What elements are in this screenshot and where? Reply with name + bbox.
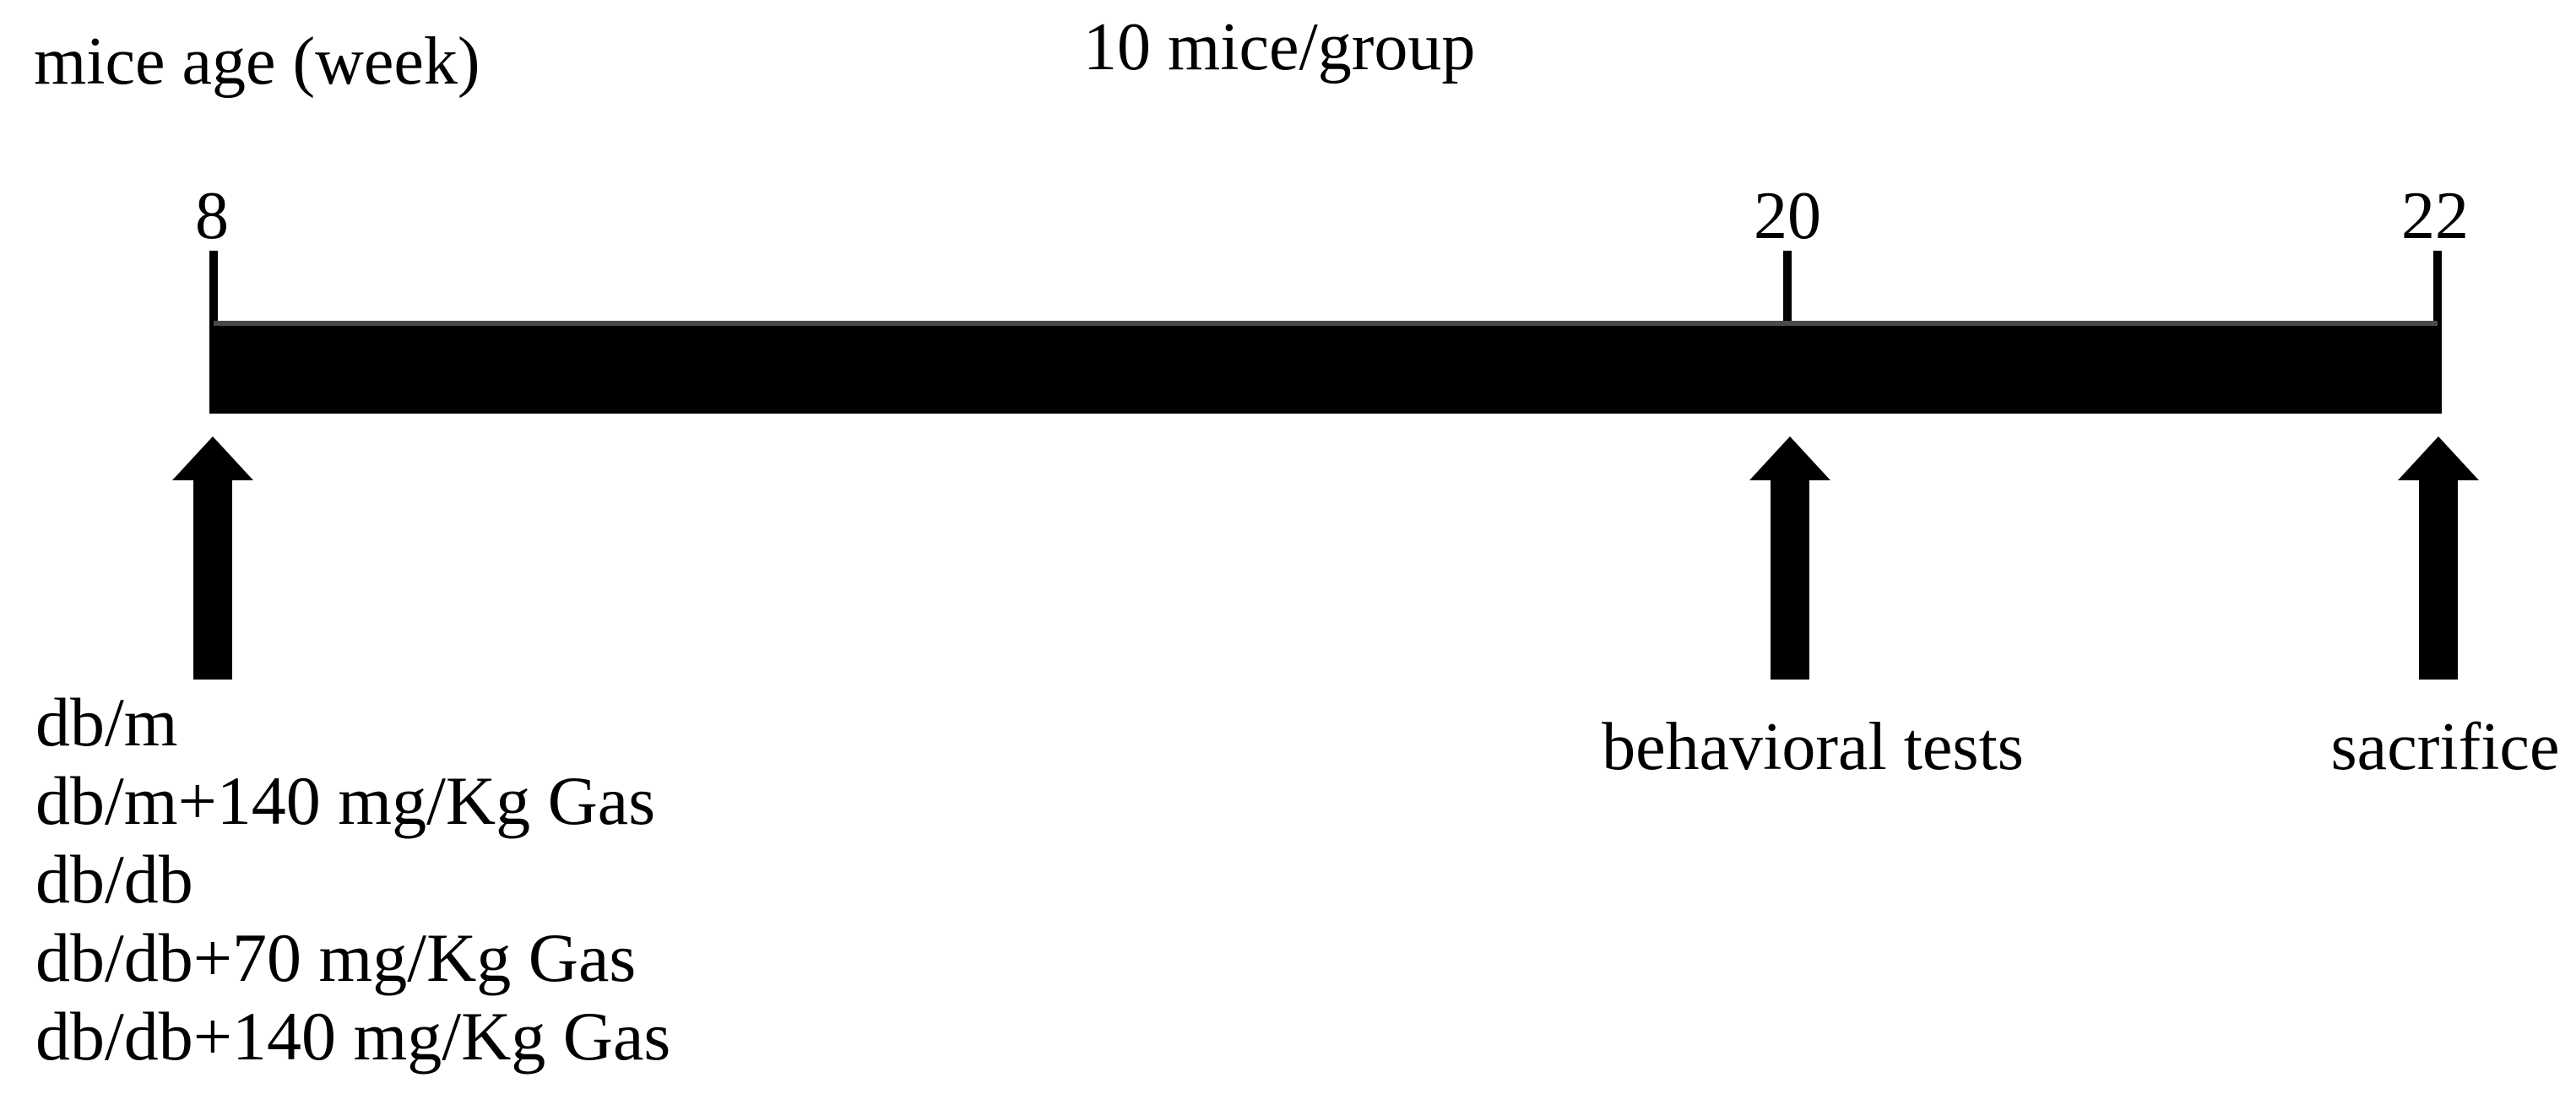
treatment-start-arrow-icon bbox=[172, 436, 253, 680]
group-label-dbm-140: db/m+140 mg/Kg Gas bbox=[35, 762, 656, 839]
group-size-note: 10 mice/group bbox=[1083, 10, 1476, 84]
behavioral-tests-arrow-icon bbox=[1749, 436, 1830, 680]
timeline-bar bbox=[214, 321, 2438, 414]
group-label-dbdb: db/db bbox=[35, 841, 193, 918]
group-label-dbm: db/m bbox=[35, 684, 178, 761]
tick-label-week-22: 22 bbox=[2401, 179, 2469, 253]
treatment-groups-list: db/m db/m+140 mg/Kg Gas db/db db/db+70 m… bbox=[35, 683, 670, 1075]
tick-week-20 bbox=[1783, 251, 1792, 322]
tick-week-22 bbox=[2433, 251, 2442, 414]
group-label-dbdb-70: db/db+70 mg/Kg Gas bbox=[35, 919, 637, 996]
sacrifice-label: sacrifice bbox=[2330, 710, 2560, 784]
sacrifice-arrow-icon bbox=[2398, 436, 2479, 680]
group-label-dbdb-140: db/db+140 mg/Kg Gas bbox=[35, 998, 671, 1075]
tick-label-week-20: 20 bbox=[1754, 179, 1821, 253]
behavioral-tests-label: behavioral tests bbox=[1602, 710, 2024, 784]
axis-title: mice age (week) bbox=[34, 24, 480, 99]
tick-label-week-8: 8 bbox=[195, 179, 229, 253]
